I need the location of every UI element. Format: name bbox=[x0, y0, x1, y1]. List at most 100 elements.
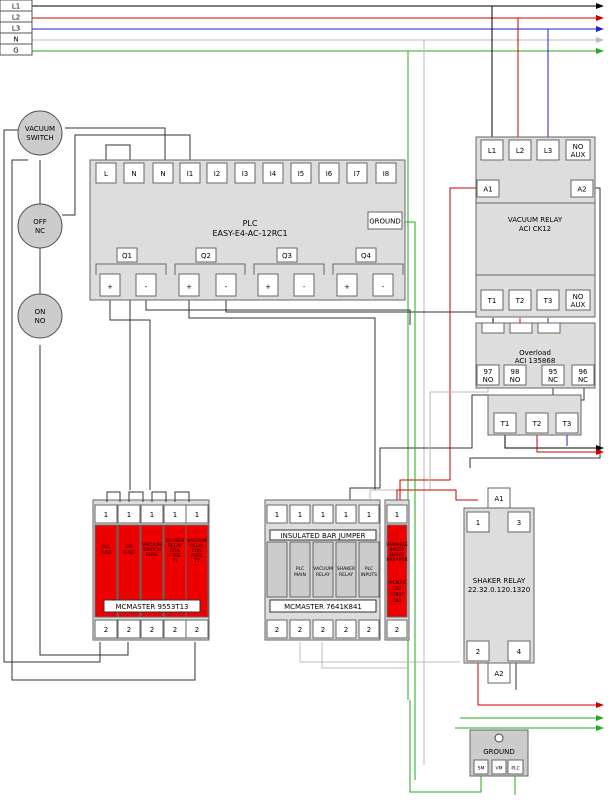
plc-output-q4-plus bbox=[336, 273, 358, 297]
fuse-2-on: 1 ON FUSE 2 bbox=[117, 504, 141, 639]
breaker-model-3: 5788T bbox=[390, 592, 404, 598]
breaker-top-label: 1 bbox=[395, 511, 399, 519]
shaker-relay-label-3: 3 bbox=[517, 519, 521, 527]
arrowheads bbox=[596, 3, 604, 731]
plc-terminal-n2 bbox=[152, 162, 174, 184]
breaker-terminal-bottom bbox=[386, 619, 408, 639]
plc-output-label-q2: Q2 bbox=[201, 252, 211, 260]
fuse-3-label-1: VACUUM bbox=[142, 542, 162, 548]
ground-terminal-label-plc: PLC bbox=[511, 766, 519, 772]
plc-output-q1-minus bbox=[135, 273, 157, 297]
plc-output-q4: Q4 + - bbox=[332, 247, 404, 297]
plc-terminal-i2 bbox=[206, 162, 228, 184]
overload-contact-97-label: 97 bbox=[484, 368, 493, 376]
wire-a1-coil bbox=[399, 187, 477, 500]
fuse-4-label-4: FUSE bbox=[169, 553, 181, 559]
overload-contact-95 bbox=[541, 364, 565, 386]
fuse-4-shaker-relay-coil: 1 SHAKER RELAY COIL FUSE T1 2 bbox=[163, 504, 187, 639]
shaker-relay-label-a2: A2 bbox=[494, 670, 503, 678]
plc: PLC EASY-E4-AC-12RC1 L N N I1 I2 I3 I4 I… bbox=[89, 159, 406, 301]
shaker-relay-label-2: 2 bbox=[476, 648, 480, 656]
plc-output-q3-minus-label: - bbox=[303, 283, 306, 291]
wire-q1-plus bbox=[109, 298, 151, 490]
wire-left-loop-inner bbox=[11, 159, 196, 681]
fuse-2-label-1: ON bbox=[126, 544, 133, 550]
fuse-4-label-5: T1 bbox=[171, 558, 178, 564]
vacuum-relay-label-l2: L2 bbox=[516, 147, 524, 155]
breaker-model-4: 182 bbox=[393, 598, 402, 604]
plc-terminal-label-i2: I2 bbox=[214, 170, 221, 178]
vacuum-switch-label-2: SWITCH bbox=[26, 134, 53, 142]
fuse-block-2-terminal-top-4 bbox=[335, 504, 357, 524]
plc-terminal-label-i6: I6 bbox=[326, 170, 333, 178]
vacuum-relay-terminal-t1 bbox=[480, 289, 504, 311]
plc-terminal-i1 bbox=[179, 162, 201, 184]
ground-terminal-label-sm: SM bbox=[478, 766, 485, 772]
vacuum-relay-label-l1: L1 bbox=[488, 147, 496, 155]
wire-ovl-97 bbox=[369, 385, 489, 500]
plc-terminal-label-i8: I8 bbox=[383, 170, 390, 178]
plc-output-q3-plus-label: + bbox=[265, 283, 271, 291]
bus-label-g: G bbox=[13, 47, 18, 55]
breaker-terminal-top bbox=[386, 504, 408, 524]
ground-block-title: GROUND bbox=[483, 748, 515, 756]
shaker-relay-terminal-1 bbox=[466, 511, 490, 533]
fuse-5-label-5: T1 bbox=[193, 558, 200, 564]
shaker-relay-label-1: 1 bbox=[476, 519, 480, 527]
breaker-model-1: MCMAS bbox=[389, 580, 406, 586]
off-switch-label-2: NC bbox=[35, 227, 45, 235]
fuse-block-2-jumper-box bbox=[269, 529, 377, 541]
plc-terminal-label-i1: I1 bbox=[187, 170, 194, 178]
plc-output-q2-plus bbox=[178, 273, 200, 297]
bus-label-l2: L2 bbox=[12, 14, 20, 22]
overload-contact-97 bbox=[476, 364, 500, 386]
vacuum-relay-label-t3: T3 bbox=[543, 297, 553, 305]
shaker-relay-title: SHAKER RELAY bbox=[473, 577, 526, 585]
overload-contact-97-type: NO bbox=[483, 376, 494, 384]
vacuum-relay-title: VACUUM RELAY bbox=[508, 216, 563, 224]
fuse-block-2-top-5: 1 bbox=[367, 511, 371, 519]
overload-contact-96 bbox=[571, 364, 595, 386]
wire-breaker-shaker bbox=[396, 489, 478, 501]
fuse-block-2-bottom-2: 2 bbox=[298, 626, 302, 634]
fuse-1-label-1: PLC bbox=[102, 544, 110, 550]
fuse-block-2-terminal-top-1 bbox=[266, 504, 288, 524]
fuse-2-top-label: 1 bbox=[127, 511, 131, 519]
fuse-block-2-label-shaker-relay-1: SHAKER bbox=[337, 566, 355, 572]
fuse-1-plc: 1 PLC FUSE 2 bbox=[94, 504, 118, 639]
fuse-4-label-1: SHAKER bbox=[166, 538, 184, 544]
off-switch-label-1: OFF bbox=[33, 218, 47, 226]
vacuum-switch: VACUUM SWITCH bbox=[17, 110, 63, 156]
vacuum-relay-terminal-t2 bbox=[508, 289, 532, 311]
shaker-relay-terminal-2 bbox=[466, 640, 490, 662]
fuse-5-top-label: 1 bbox=[195, 511, 199, 519]
plc-output-q2-minus-label: - bbox=[225, 283, 228, 291]
plc-output-q1-plus bbox=[99, 273, 121, 297]
plc-terminal-n1 bbox=[123, 162, 145, 184]
vacuum-relay-terminal-no-aux-bottom bbox=[565, 289, 591, 311]
fuse-block-2-label-vacuum-relay-1: VACUUM bbox=[313, 566, 333, 572]
vacuum-relay-label-l3: L3 bbox=[544, 147, 552, 155]
plc-output-q1-plus-label: + bbox=[107, 283, 113, 291]
shaker-relay-model: 22.32.0.120.1320 bbox=[468, 586, 530, 594]
vacuum-relay-label-t2: T2 bbox=[515, 297, 525, 305]
wire-q1-minus bbox=[145, 298, 411, 325]
fuse-block-2-top-1: 1 bbox=[275, 511, 279, 519]
bus-label-n: N bbox=[13, 36, 18, 44]
vacuum-relay-terminal-l3 bbox=[536, 139, 560, 161]
bus-label-l1: L1 bbox=[12, 3, 20, 11]
breaker: 1 VARIABLE SPEED DRIVE BREAKER MCMAS TER… bbox=[384, 499, 410, 641]
breaker-line-1: VARIABLE bbox=[386, 542, 408, 548]
fuse-4-label-2: RELAY bbox=[168, 543, 182, 549]
arrow-icon-l3 bbox=[596, 26, 604, 32]
wire-ground-sm bbox=[409, 700, 482, 793]
plc-terminal-label-n1: N bbox=[131, 170, 136, 178]
plc-output-q2-plus-label: + bbox=[186, 283, 192, 291]
plc-title: PLC bbox=[243, 219, 258, 228]
fuse-block-2-model-box bbox=[269, 599, 377, 613]
plc-output-q3-plus bbox=[257, 273, 279, 297]
fuse-block-2-bottom-5: 2 bbox=[367, 626, 371, 634]
arrow-icon-g bbox=[596, 48, 604, 54]
vacuum-relay-label-a1: A1 bbox=[483, 186, 492, 194]
